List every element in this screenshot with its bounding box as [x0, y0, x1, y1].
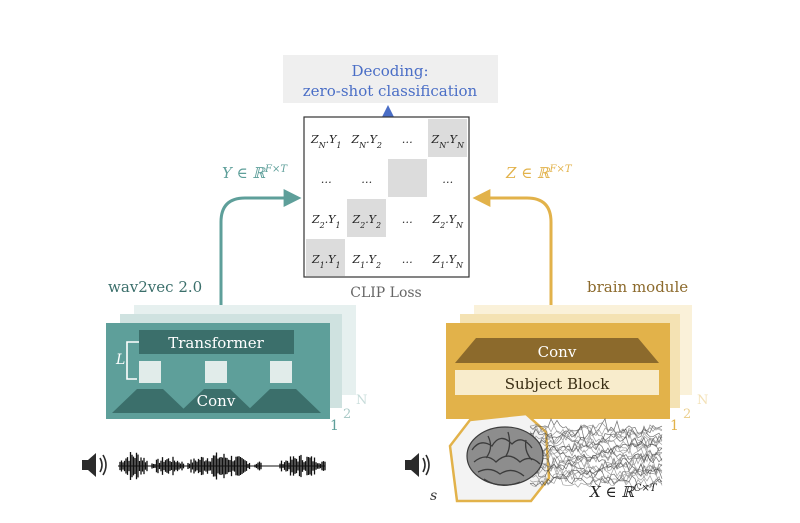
matrix-cell-label: Z1.YN: [431, 253, 464, 270]
matrix-cell-label: …: [321, 173, 332, 186]
speech-stack-number: 1: [330, 418, 339, 434]
speech-output-math: Y ∈ ℝF×T: [222, 164, 288, 182]
matrix-cell-label: …: [442, 173, 453, 186]
brain-conv-label: Conv: [538, 343, 577, 361]
brain-stack-number: N: [697, 393, 708, 408]
matrix-diagonal-cell: [306, 239, 345, 276]
brain-module-label: brain module: [587, 278, 688, 296]
brain-output-arrow: [472, 189, 553, 322]
brain-output-math-text: Z ∈ ℝ: [505, 164, 551, 182]
layer-loop-arrow: [126, 341, 139, 380]
speech-model-label: wav2vec 2.0: [108, 278, 202, 296]
matrix-cell-label: Z2.Y1: [311, 213, 341, 230]
speech-transformer-block: Transformer: [139, 330, 294, 354]
matrix-cell-label: Z2.Y2: [351, 213, 381, 230]
speech-transformer-label: Transformer: [168, 334, 264, 352]
matrix-cell-label: …: [402, 213, 413, 226]
speech-output-math-text: Y ∈ ℝ: [222, 164, 267, 182]
speech-stack-number: N: [356, 393, 367, 408]
waveform-icon: [118, 452, 326, 480]
clip-loss-caption: CLIP Loss: [350, 285, 422, 301]
brain-output-math: Z ∈ ℝF×T: [505, 164, 573, 182]
matrix-cell-label: …: [402, 253, 413, 266]
matrix-cell-label: ZN.Y2: [350, 133, 382, 150]
brain-conv-block: Conv: [455, 338, 659, 363]
matrix-cell-label: …: [402, 133, 413, 146]
matrix-diagonal-cell: [388, 159, 427, 197]
speech-conv-label: Conv: [197, 392, 236, 410]
subject-block: Subject Block: [455, 370, 659, 395]
matrix-cell-label: …: [361, 173, 372, 186]
decoding-subtitle: zero-shot classification: [303, 82, 478, 100]
layer-symbol: L: [115, 352, 125, 368]
meg-traces-icon: [529, 418, 663, 490]
brain-input-math: X ∈ ℝC×T: [589, 483, 658, 501]
token-square: [205, 361, 227, 383]
matrix-cell-label: Z2.YN: [431, 213, 464, 230]
similarity-matrix: ZN.Y1 ZN.Y2 … ZN.YN … … … Z2.Y1 Z2.Y2 … Z2.YN Z1.Y1…: [303, 116, 470, 278]
token-square: [270, 361, 292, 383]
speech-conv-block: [112, 389, 321, 413]
speech-output-arrow: [219, 189, 302, 322]
matrix-cell-label: Z1.Y1: [311, 253, 341, 270]
speaker-icon: [82, 453, 107, 477]
token-square: [139, 361, 161, 383]
brain-stack-number: 1: [670, 418, 679, 434]
brain-input-math-text: X ∈ ℝ: [589, 483, 635, 501]
speaker-icon: [405, 453, 430, 477]
subject-symbol: s: [430, 488, 437, 504]
speech-stack-number: 2: [343, 407, 351, 422]
brain-icon: [466, 426, 544, 486]
matrix-cell-label: ZN.YN: [431, 133, 465, 150]
matrix-diagonal-cell: [347, 199, 386, 237]
decoding-title: Decoding:: [351, 62, 428, 80]
matrix-cell-label: Z1.Y2: [351, 253, 381, 270]
decoding-box: Decoding: zero-shot classification: [283, 55, 498, 103]
subject-block-label: Subject Block: [505, 375, 611, 393]
head-illustration: s: [430, 412, 663, 504]
matrix-cell-label: ZN.Y1: [310, 133, 342, 150]
matrix-diagonal-cell: [428, 119, 467, 157]
brain-stack-number: 2: [683, 407, 691, 422]
